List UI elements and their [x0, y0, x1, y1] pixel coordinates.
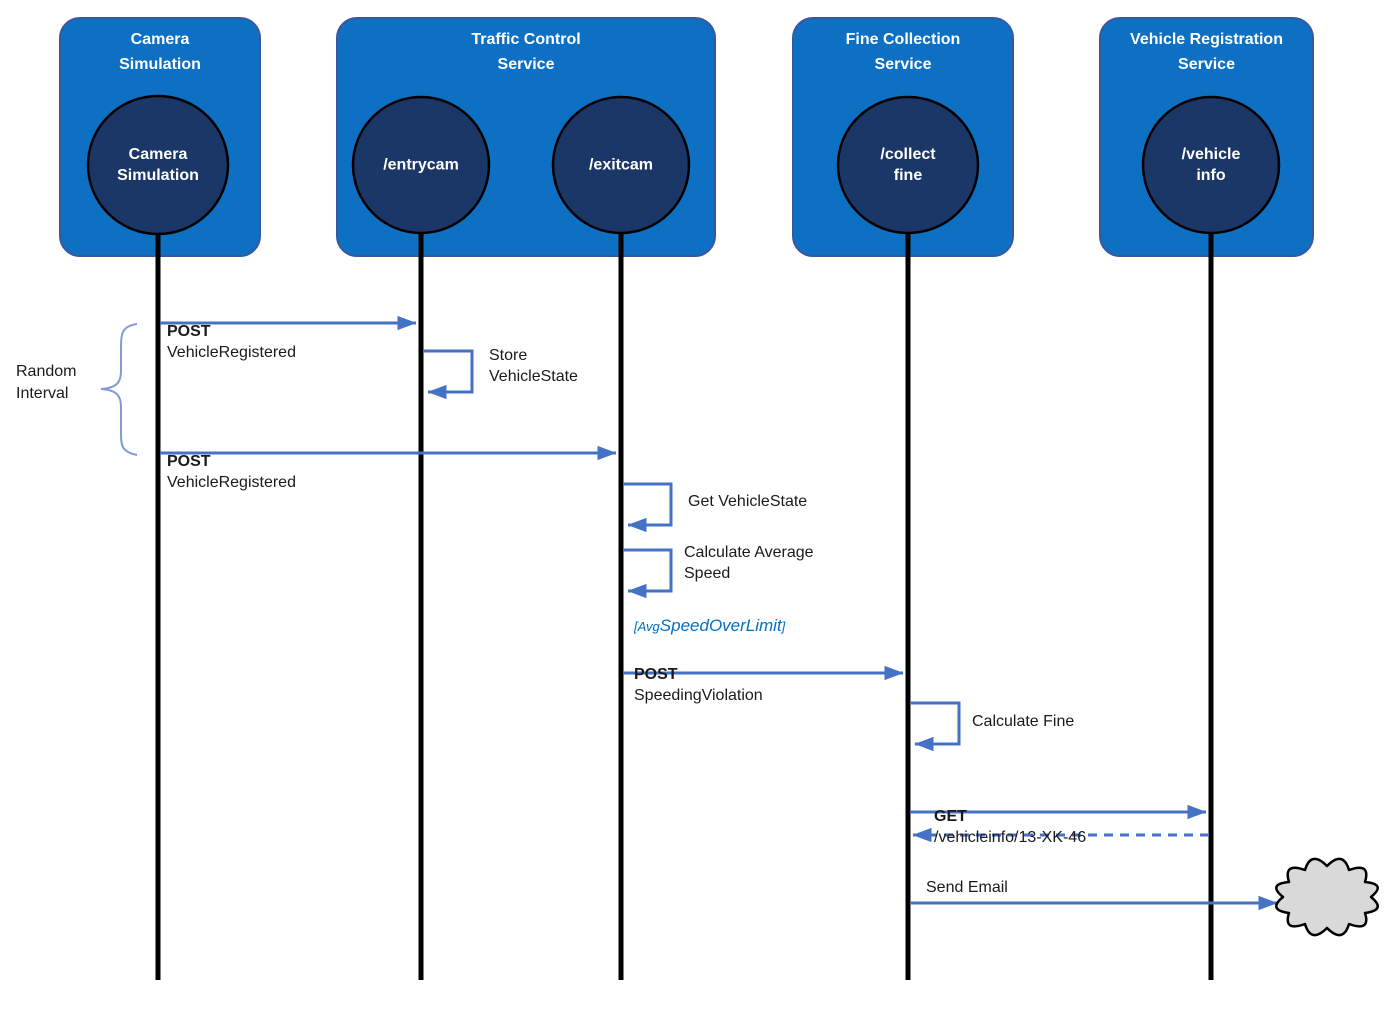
- message-label-store-vehicle-state: Store VehicleState: [489, 347, 578, 385]
- self-loop-store-vehicle-state: [423, 349, 474, 400]
- message-label-post-speeding-violation: POST SpeedingViolation: [634, 643, 763, 706]
- endpoint-circle-exitcam: [551, 95, 691, 235]
- guard-suffix: ]: [781, 619, 786, 634]
- message-method: POST: [167, 453, 211, 470]
- endpoint-label-exitcam: /exitcam: [588, 156, 654, 174]
- endpoint-circle-camera-simulation: [86, 94, 230, 236]
- endpoint-label-vehicleinfo: /vehicle info: [1181, 146, 1241, 184]
- endpoint-label-collectfine: /collect fine: [880, 146, 936, 184]
- service-title-traffic-control: Traffic Control Service: [471, 31, 581, 73]
- self-loop-calculate-average-speed: [623, 548, 673, 599]
- endpoint-circle-collectfine: [836, 95, 980, 235]
- message-label-calculate-fine: Calculate Fine: [972, 713, 1075, 730]
- message-label-get-vehicle-state: Get VehicleState: [688, 493, 808, 510]
- guard-condition-avg-speed-over-limit: [AvgSpeedOverLimit]: [634, 616, 785, 637]
- endpoint-label-camera-simulation: Camera Simulation: [117, 146, 199, 184]
- random-interval-brace: [100, 323, 138, 456]
- self-loop-get-vehicle-state: [623, 482, 673, 533]
- message-method: POST: [167, 323, 211, 340]
- message-label-calculate-average-speed: Calculate Average Speed: [684, 544, 814, 582]
- random-interval-label: Random Interval: [16, 363, 77, 402]
- message-label-send-email: Send Email: [926, 879, 1008, 896]
- service-title-camera-simulation: Camera Simulation: [119, 31, 201, 73]
- endpoint-label-entrycam: /entrycam: [383, 156, 459, 174]
- message-text: /vehicleinfo/13-XK-46: [934, 829, 1087, 846]
- message-label-post-vehicle-registered-2: POST VehicleRegistered: [167, 430, 296, 493]
- endpoint-circle-vehicleinfo: [1141, 95, 1281, 235]
- message-method: POST: [634, 666, 678, 683]
- message-text: VehicleRegistered: [167, 474, 296, 491]
- message-method: GET: [934, 808, 967, 825]
- service-title-fine-collection: Fine Collection Service: [845, 31, 961, 73]
- message-label-post-vehicle-registered-1: POST VehicleRegistered: [167, 300, 296, 363]
- message-text: VehicleRegistered: [167, 344, 296, 361]
- endpoint-circle-entrycam: [351, 95, 491, 235]
- message-label-get-vehicleinfo: GET /vehicleinfo/13-XK-46: [934, 785, 1086, 848]
- service-title-vehicle-registration: Vehicle Registration Service: [1130, 31, 1283, 73]
- guard-main: SpeedOverLimit: [659, 616, 782, 635]
- message-text: SpeedingViolation: [634, 687, 763, 704]
- self-loop-calculate-fine: [910, 701, 961, 752]
- email-cloud-icon: [1275, 857, 1379, 937]
- guard-prefix: [Avg: [634, 619, 660, 634]
